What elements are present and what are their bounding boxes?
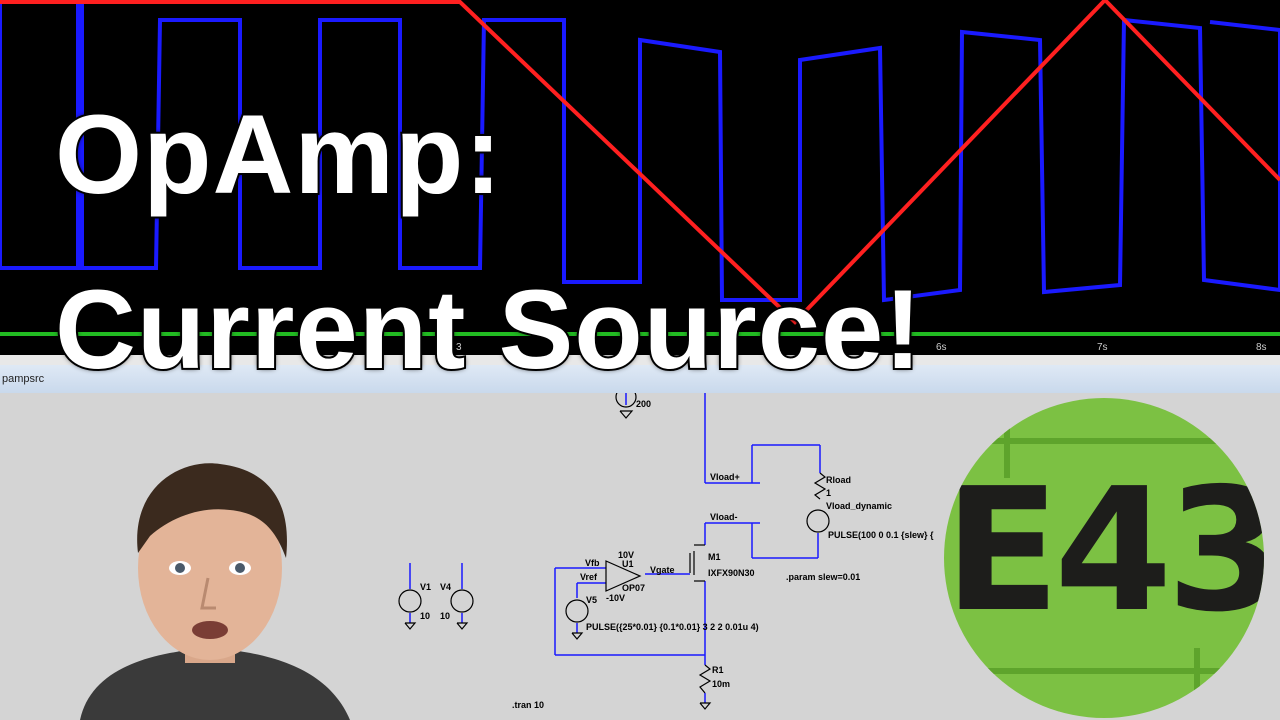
label-v4: V4 — [440, 582, 451, 592]
waveform-plot: 3 6s 7s 8s — [0, 0, 1280, 355]
triangle-wave-trace — [0, 0, 1280, 325]
label-rload: Rload — [826, 475, 851, 485]
label-v1-value: 10 — [420, 611, 430, 621]
label-r1-value: 10m — [712, 679, 730, 689]
video-title-line2: Current Source! — [53, 267, 924, 392]
tick-label-3: 3 — [456, 342, 462, 353]
label-vload-dynamic: Vload_dynamic — [826, 501, 892, 511]
e43-logo-text: E43 — [944, 452, 1264, 650]
separator — [0, 355, 1280, 365]
schematic-svg: 200 Vload+ Vload- Rload 1 Vload_dynamic … — [398, 393, 934, 710]
label-u1: U1 — [622, 559, 634, 569]
tick-label-8s: 8s — [1256, 342, 1267, 353]
label-vload-plus: Vload+ — [710, 472, 740, 482]
label-plus10: 10V — [618, 550, 634, 560]
label-op07: OP07 — [622, 583, 645, 593]
label-vfb: Vfb — [585, 558, 600, 568]
tick-label-6s: 6s — [936, 342, 947, 353]
schematic-title: pampsrc — [2, 373, 45, 385]
label-vload-minus: Vload- — [710, 512, 738, 522]
schematic-title-bar[interactable]: pampsrc — [0, 365, 1280, 394]
label-v4-value: 10 — [440, 611, 450, 621]
label-pulse-load: PULSE(100 0 0.1 {slew} { — [828, 530, 934, 540]
label-v5: V5 — [586, 595, 597, 605]
label-pulse-ref: PULSE({25*0.01} {0.1*0.01} 3 2 2 0.01u 4… — [586, 622, 759, 632]
label-r1: R1 — [712, 665, 724, 675]
video-title-line1: OpAmp: — [53, 92, 504, 217]
label-tran: .tran 10 — [512, 700, 544, 710]
label-top-source-value: 200 — [636, 399, 651, 409]
label-mosfet: IXFX90N30 — [708, 568, 755, 578]
square-wave-trace — [0, 0, 1280, 303]
e43-logo: E43 — [944, 398, 1264, 718]
label-minus10: -10V — [606, 593, 625, 603]
presenter-photo — [80, 463, 350, 720]
label-vref: Vref — [580, 572, 598, 582]
label-rload-value: 1 — [826, 488, 831, 498]
waveform-svg: 3 6s 7s 8s — [0, 0, 1280, 353]
tick-label-7s: 7s — [1097, 342, 1108, 353]
label-vgate: Vgate — [650, 565, 675, 575]
label-m1: M1 — [708, 552, 721, 562]
label-param: .param slew=0.01 — [786, 572, 860, 582]
label-v1: V1 — [420, 582, 431, 592]
